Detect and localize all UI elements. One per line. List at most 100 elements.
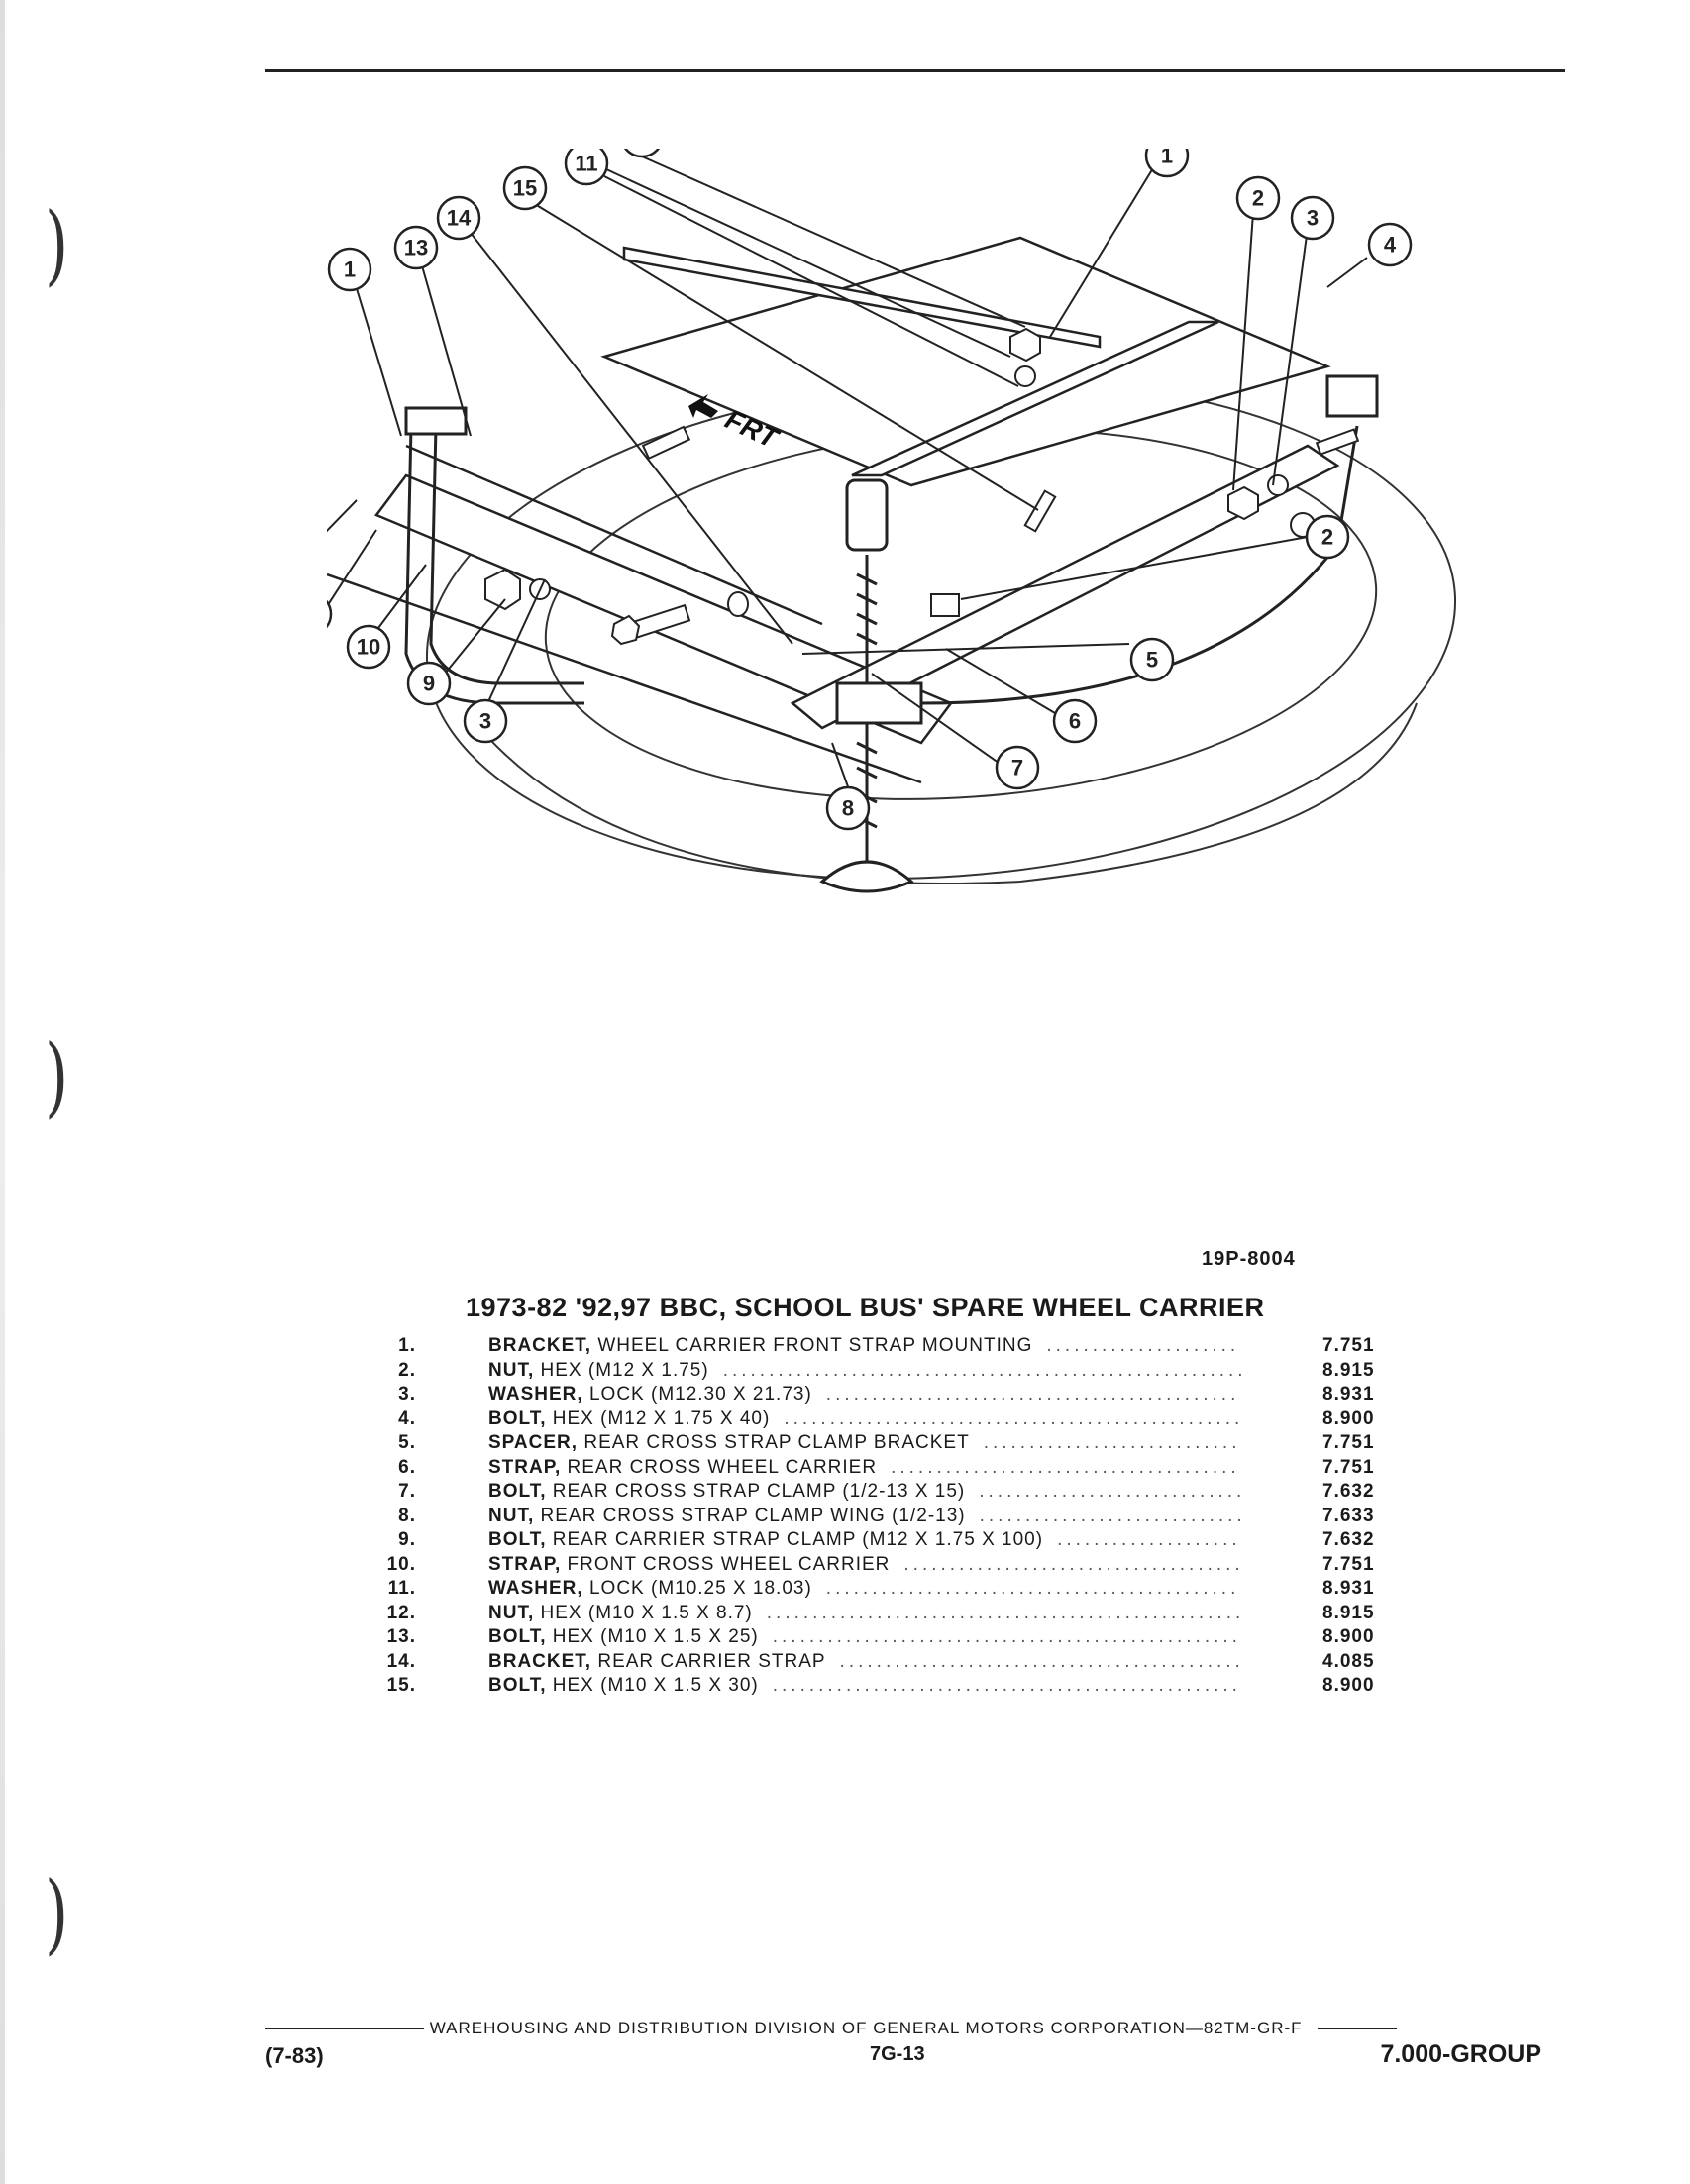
part-detail: LOCK (M10.25 X 18.03) <box>588 1578 812 1599</box>
callout-4: 4 <box>1367 222 1413 267</box>
part-number: 6. <box>398 1456 416 1478</box>
part-number: 3. <box>398 1384 416 1404</box>
part-detail: REAR CROSS STRAP CLAMP (1/2-13 X 15) <box>552 1481 966 1502</box>
binder-hole-mark: ) <box>45 1025 69 1127</box>
callout-2-top: 2 <box>1235 175 1281 221</box>
part-name: SPACER, <box>488 1432 579 1453</box>
part-name: BOLT, <box>488 1626 547 1647</box>
svg-text:3: 3 <box>479 709 491 734</box>
table-row: 12. NUT, HEX (M10 X 1.5 X 8.7)...........… <box>357 1602 1417 1626</box>
part-detail: HEX (M10 X 1.5 X 30) <box>552 1675 759 1696</box>
part-number: 7. <box>398 1481 416 1502</box>
part-detail: FRONT CROSS WHEEL CARRIER <box>567 1553 891 1575</box>
table-row: 4. BOLT, HEX (M12 X 1.75 X 40)...........… <box>357 1407 1417 1432</box>
part-detail: REAR CARRIER STRAP <box>597 1650 826 1672</box>
binder-hole-mark: ) <box>45 193 69 295</box>
part-number: 2. <box>398 1359 416 1381</box>
part-description: BRACKET, WHEEL CARRIER FRONT STRAP MOUNT… <box>488 1334 1241 1359</box>
svg-text:11: 11 <box>575 152 597 176</box>
table-row: 11. WASHER, LOCK (M10.25 X 18.03)........… <box>357 1577 1417 1602</box>
leader-dots: ........................................… <box>979 1481 1241 1502</box>
table-row: 1.BRACKET, WHEEL CARRIER FRONT STRAP MOU… <box>357 1334 1417 1359</box>
part-detail: REAR CROSS STRAP CLAMP BRACKET <box>583 1432 970 1453</box>
binder-hole-mark: ) <box>45 1862 69 1964</box>
part-name: WASHER, <box>488 1578 583 1599</box>
group-number: 7.751 <box>1322 1553 1375 1575</box>
svg-text:4: 4 <box>1384 233 1397 258</box>
leader-dots: ........................................… <box>891 1456 1241 1478</box>
group-number: 4.085 <box>1322 1650 1375 1672</box>
svg-text:3: 3 <box>1307 206 1319 231</box>
page-edge <box>0 0 5 2184</box>
part-number: 11. <box>387 1578 416 1599</box>
part-description: NUT, REAR CROSS STRAP CLAMP WING (1/2-13… <box>488 1505 1241 1529</box>
part-number: 12. <box>386 1602 416 1623</box>
part-description: WASHER, LOCK (M12.30 X 21.73)...........… <box>488 1383 1241 1407</box>
part-description: BOLT, HEX (M10 X 1.5 X 25)..............… <box>488 1625 1241 1650</box>
group-number: 7.632 <box>1322 1481 1375 1502</box>
callout-2-right: 2 <box>1305 514 1350 560</box>
leader-dots: ........................................… <box>1057 1529 1241 1550</box>
parts-list-title: 1973-82 '92,97 BBC, SCHOOL BUS' SPARE WH… <box>466 1293 1265 1322</box>
table-row: 7. BOLT, REAR CROSS STRAP CLAMP (1/2-13 X… <box>357 1480 1417 1505</box>
leader-dots: ........................................… <box>839 1650 1241 1672</box>
leader-dots: ........................................… <box>825 1578 1241 1599</box>
callout-12-top: 12 <box>619 113 665 158</box>
callout-1-top: 1 <box>1144 133 1190 178</box>
leader-dots: ........................................… <box>722 1359 1241 1381</box>
footer-rule-left <box>265 2028 424 2030</box>
part-number: 5. <box>398 1432 416 1453</box>
table-row: 8. NUT, REAR CROSS STRAP CLAMP WING (1/2-… <box>357 1505 1417 1529</box>
callout-14: 14 <box>436 195 481 241</box>
table-row: 15.BOLT, HEX (M10 X 1.5 X 30)...........… <box>357 1674 1417 1699</box>
table-row: 6. STRAP, REAR CROSS WHEEL CARRIER.......… <box>357 1456 1417 1481</box>
callout-6: 6 <box>1052 698 1098 744</box>
part-number: 4. <box>398 1407 416 1429</box>
part-name: NUT, <box>488 1359 535 1381</box>
svg-text:7: 7 <box>1011 756 1023 780</box>
part-name: BRACKET, <box>488 1335 592 1356</box>
parts-list: 1.BRACKET, WHEEL CARRIER FRONT STRAP MOU… <box>357 1334 1417 1699</box>
footer-rule-right <box>1318 2028 1398 2030</box>
header-rule <box>265 69 1565 72</box>
part-number: 8. <box>398 1505 416 1526</box>
svg-text:1: 1 <box>344 258 356 282</box>
group-number: 7.751 <box>1322 1456 1375 1478</box>
leader-dots: ........................................… <box>825 1384 1241 1404</box>
part-description: BOLT, HEX (M12 X 1.75 X 40).............… <box>488 1407 1241 1432</box>
svg-text:8: 8 <box>842 796 854 821</box>
part-name: BOLT, <box>488 1407 547 1429</box>
part-detail: HEX (M12 X 1.75 X 40) <box>552 1407 771 1429</box>
callout-10: 10 <box>346 624 391 670</box>
exploded-parts-diagram: FRT 12 11 1 <box>247 113 1476 1169</box>
footer-date: (7-83) <box>265 2043 324 2068</box>
table-row: 10.STRAP, FRONT CROSS WHEEL CARRIER.....… <box>357 1553 1417 1578</box>
table-row: 5. SPACER, REAR CROSS STRAP CLAMP BRACKET… <box>357 1431 1417 1456</box>
callout-7: 7 <box>995 745 1040 790</box>
part-detail: HEX (M12 X 1.75) <box>540 1359 709 1381</box>
group-number: 7.751 <box>1322 1432 1375 1453</box>
part-name: BOLT, <box>488 1481 547 1502</box>
figure-id: 19P-8004 <box>1202 1248 1296 1270</box>
callout-1-left: 1 <box>327 247 372 292</box>
callout-5: 5 <box>1129 637 1175 682</box>
part-description: SPACER, REAR CROSS STRAP CLAMP BRACKET..… <box>488 1431 1241 1456</box>
group-number: 8.931 <box>1322 1578 1375 1599</box>
part-description: STRAP, FRONT CROSS WHEEL CARRIER........… <box>488 1553 1241 1578</box>
part-number: 15. <box>386 1675 416 1696</box>
leader-dots: ........................................… <box>784 1407 1241 1429</box>
part-description: NUT, HEX (M10 X 1.5 X 8.7)..............… <box>488 1602 1241 1626</box>
group-number: 7.633 <box>1322 1505 1375 1526</box>
footer-division-line: WAREHOUSING AND DISTRIBUTION DIVISION OF… <box>265 2019 1565 2038</box>
part-number: 13. <box>386 1626 416 1647</box>
table-row: 3. WASHER, LOCK (M12.30 X 21.73).........… <box>357 1383 1417 1407</box>
group-number: 7.751 <box>1322 1335 1375 1356</box>
part-description: STRAP, REAR CROSS WHEEL CARRIER.........… <box>488 1456 1241 1481</box>
callout-3-bottom: 3 <box>463 698 508 744</box>
part-detail: HEX (M10 X 1.5 X 25) <box>552 1626 759 1647</box>
footer-group: 7.000-GROUP <box>1380 2040 1541 2068</box>
leader-dots: ........................................… <box>903 1553 1241 1575</box>
part-name: BOLT, <box>488 1529 547 1550</box>
group-number: 8.900 <box>1322 1626 1375 1647</box>
part-description: BOLT, REAR CROSS STRAP CLAMP (1/2-13 X 1… <box>488 1480 1241 1505</box>
